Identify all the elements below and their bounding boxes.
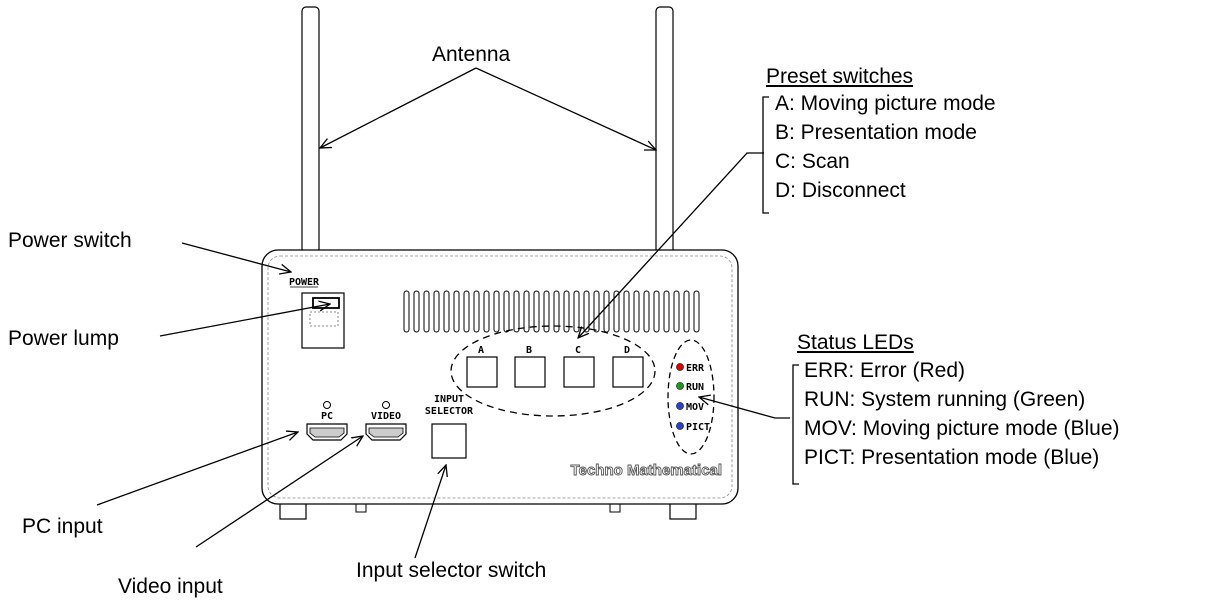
status-leds-leader [699,397,790,419]
preset-button-c[interactable]: C [563,345,595,388]
status-bracket [792,364,799,485]
vent-slot [593,290,600,333]
pc-input-leader [96,432,298,506]
vent-slot [633,290,640,333]
vent-slot [473,290,480,333]
pc-port-label: PC [321,411,333,422]
status-leds-heading: Status LEDs [797,331,914,354]
preset-item-d: D: Disconnect [775,179,906,202]
vent-slot [553,290,560,333]
vent-slot [653,290,660,333]
vent-slot [413,290,420,333]
preset-button-a-label: A [478,345,484,356]
vent-slot [513,290,520,333]
power-lamp-leader [159,304,330,337]
vent-slot [663,290,670,333]
vent-slot [673,290,680,333]
preset-button-a[interactable]: A [466,345,498,388]
status-item-pict: PICT: Presentation mode (Blue) [804,446,1100,469]
pc-input-port[interactable] [306,423,348,441]
input-selector-button[interactable] [431,423,467,459]
input-selector-leader [414,465,446,559]
vent-slot [453,290,460,333]
vent-slot [603,290,610,333]
status-led-mov: MOV [676,402,704,413]
vent-slot [623,290,630,333]
status-item-mov: MOV: Moving picture mode (Blue) [804,417,1120,440]
led-run-label: RUN [686,382,704,393]
vent-slot [543,290,550,333]
antenna-leader-left [320,67,477,148]
antenna-left [301,6,320,256]
power-lump-label: Power lump [8,327,119,350]
video-input-label: Video input [118,575,223,598]
video-input-leader [195,436,363,548]
vent-slot [683,290,690,333]
brand-label: Techno Mathematical [571,462,722,479]
status-item-run: RUN: System running (Green) [804,388,1086,411]
input-selector-switch-label: Input selector switch [356,559,547,582]
preset-button-c-label: C [575,345,581,356]
vent-slot [443,290,450,333]
preset-bracket [762,96,769,214]
power-switch-label: Power switch [8,229,132,252]
status-led-pict: PICT [676,422,710,433]
vent-slot [423,290,430,333]
pc-input-label: PC input [22,515,103,538]
led-pict-indicator [676,422,684,430]
led-group-outline [667,339,715,455]
led-pict-label: PICT [686,422,710,433]
preset-button-b[interactable]: B [514,345,546,388]
led-err-indicator [676,363,684,371]
preset-item-c: C: Scan [775,150,850,173]
vent-slot [523,290,530,333]
vent-slot [503,290,510,333]
antenna-leader-right [475,67,656,150]
antenna-label: Antenna [432,43,511,66]
led-run-indicator [676,382,684,390]
status-item-err: ERR: Error (Red) [804,359,966,382]
preset-switches-heading: Preset switches [766,65,914,88]
led-mov-indicator [676,402,684,410]
power-switch-leader [181,242,291,272]
preset-item-a: A: Moving picture mode [775,92,996,115]
preset-leader [578,152,764,338]
vent-slot [563,290,570,333]
video-port-label: VIDEO [371,411,401,422]
led-mov-label: MOV [686,402,704,413]
selector-label-line2: SELECTOR [425,406,474,417]
power-label: POWER [289,277,320,288]
preset-button-d[interactable]: D [612,345,644,388]
status-led-err: ERR [676,363,705,374]
vent-slot [493,290,500,333]
video-input-port[interactable] [365,423,407,441]
antenna-right [655,6,674,256]
preset-button-b-label: B [526,345,532,356]
vent-slot [433,290,440,333]
device-body-inner-line [267,255,733,499]
preset-button-d-label: D [624,345,630,356]
vent-slot [573,290,580,333]
vent-slot [483,290,490,333]
preset-item-b: B: Presentation mode [775,121,977,144]
preset-group-outline [450,325,656,417]
vent-slot [533,290,540,333]
selector-label-line1: INPUT [434,394,464,405]
vent-slot [613,290,620,333]
vent-slot [463,290,470,333]
status-led-run: RUN [676,382,704,393]
vent-slots [403,290,700,333]
vent-slot [643,290,650,333]
vent-slot [693,290,700,333]
led-err-label: ERR [686,363,705,374]
vent-slot [403,290,410,333]
